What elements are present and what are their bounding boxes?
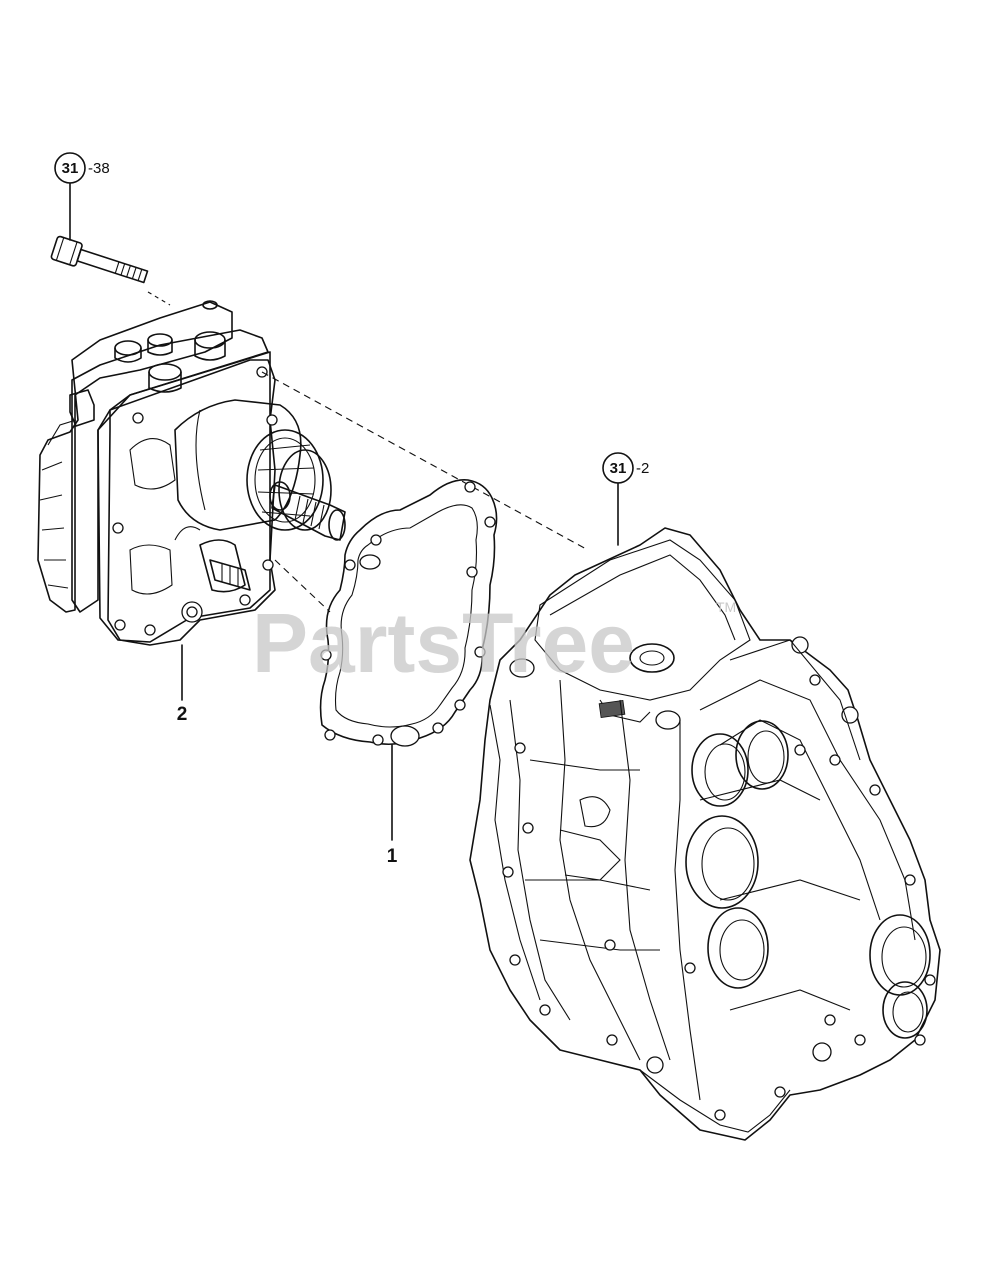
callout-case-reference[interactable]: 31 -2 [602, 452, 649, 546]
watermark: PartsTree TM [252, 596, 736, 690]
transmission-case[interactable] [469, 527, 941, 1141]
gasket[interactable] [319, 478, 498, 747]
callout-bolt-reference[interactable]: 31 -38 [54, 152, 110, 241]
alignment-line-lower [274, 559, 331, 613]
case-flange-holes [502, 674, 936, 1121]
callout-case-item: -2 [636, 460, 649, 477]
alignment-line-upper [261, 371, 589, 551]
watermark-trademark: TM [716, 599, 736, 615]
pump-input-shaft [269, 481, 346, 541]
part-2-label[interactable]: 2 [177, 704, 188, 725]
case-bearing-bores [685, 720, 931, 1039]
bolt[interactable] [50, 235, 171, 306]
callout-bolt-item: -38 [88, 160, 110, 177]
callout-bolt-group: 31 [62, 160, 79, 177]
watermark-text: PartsTree [252, 596, 635, 690]
part-1-label[interactable]: 1 [387, 846, 398, 867]
callout-case-group: 31 [610, 460, 627, 477]
pump-top-plugs [114, 300, 226, 393]
hydraulic-pump-assembly[interactable] [37, 300, 346, 646]
